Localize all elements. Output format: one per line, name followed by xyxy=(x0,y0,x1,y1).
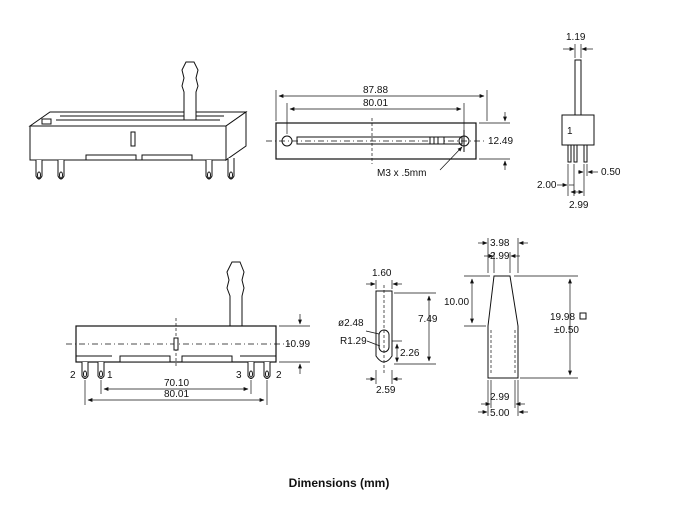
slider-side-view xyxy=(557,44,598,196)
dim-pin-slot: 2.26 xyxy=(400,348,420,359)
dim-pin-bottom: 2.59 xyxy=(376,385,396,396)
lever-detail-labels: 3.98 2.99 10.00 19.98 ±0.50 2.99 5.00 xyxy=(444,238,579,419)
figure-caption: Dimensions (mm) xyxy=(288,476,390,490)
dim-front-height: 10.99 xyxy=(285,339,310,350)
dim-pins-outer: 80.01 xyxy=(164,389,189,400)
dim-pin-length: 7.49 xyxy=(418,314,438,325)
pin-detail-labels: 1.60 ø2.48 R1.29 7.49 2.26 2.59 xyxy=(338,268,438,396)
dim-side-width: 2.99 xyxy=(569,200,589,211)
dim-body-height: 12.49 xyxy=(488,136,513,147)
pin-label-2-right: 2 xyxy=(276,370,282,381)
dim-lever-bottom-inner: 2.99 xyxy=(490,392,510,403)
slider-front-view xyxy=(66,261,310,405)
thread-note: M3 x .5mm xyxy=(377,168,426,179)
lever-detail-view xyxy=(464,238,587,416)
pin-label-2-left: 2 xyxy=(70,370,76,381)
front-view-labels: 10.99 2 1 3 2 70.10 80.01 xyxy=(70,339,310,400)
dim-lever-upper: 10.00 xyxy=(444,297,469,308)
dim-lever-top-width: 3.98 xyxy=(490,238,510,249)
dim-lever-bottom-width: 5.00 xyxy=(490,408,510,419)
side-mark: 1 xyxy=(567,126,573,137)
pin-detail-view xyxy=(365,280,436,384)
dim-pins-inner: 70.10 xyxy=(164,378,189,389)
top-view-labels: 87.88 80.01 12.49 M3 x .5mm xyxy=(363,85,513,179)
pin-label-3: 3 xyxy=(236,370,242,381)
dim-mount-spacing: 80.01 xyxy=(363,98,388,109)
dim-pin-hole: ø2.48 xyxy=(338,318,364,329)
slider-top-view xyxy=(266,90,510,171)
slider-perspective-view xyxy=(28,61,248,180)
dim-lever-width: 1.19 xyxy=(566,32,586,43)
dim-lever-total: 19.98 xyxy=(550,312,575,323)
dim-pin-radius: R1.29 xyxy=(340,336,367,347)
dim-total-length: 87.88 xyxy=(363,85,388,96)
pin-label-1: 1 xyxy=(107,370,113,381)
dim-pin-spacing: 2.00 xyxy=(537,180,557,191)
dim-lever-top-inner: 2.99 xyxy=(490,251,510,262)
side-view-labels: 1.19 1 2.00 0.50 2.99 xyxy=(537,32,621,211)
dim-pin-top: 1.60 xyxy=(372,268,392,279)
dim-lever-tolerance: ±0.50 xyxy=(554,325,579,336)
dim-pin-thickness: 0.50 xyxy=(601,167,621,178)
